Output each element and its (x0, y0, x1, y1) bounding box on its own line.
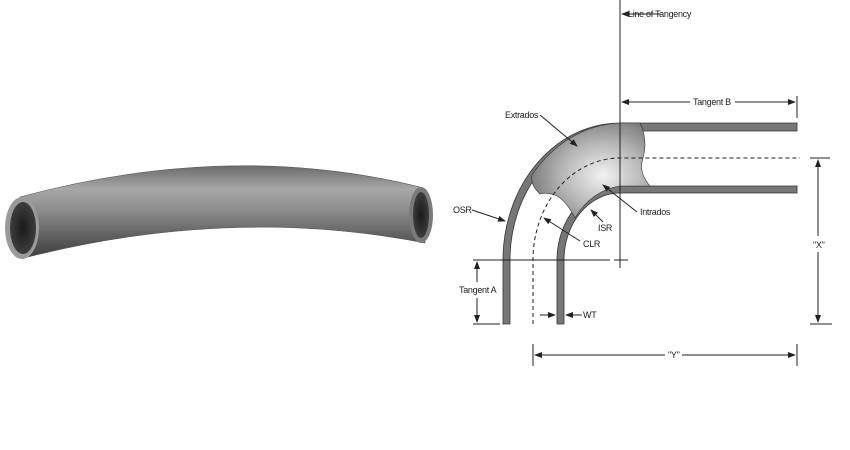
outer-wall (502, 122, 798, 325)
label-clr: CLR (583, 239, 601, 249)
label-y-dimension: "Y" (668, 350, 680, 360)
label-extrados: Extrados (505, 110, 539, 120)
centerline (532, 157, 800, 324)
inner-wall (556, 185, 798, 325)
label-x-dimension: "X" (813, 240, 825, 250)
bend-diagram: Line of Tangency Tangent B Tangent A "X"… (453, 0, 832, 366)
pipe-bend-photo (5, 165, 433, 259)
label-isr: ISR (598, 223, 613, 233)
label-tangent-b: Tangent B (693, 97, 731, 107)
cutaway-section (531, 122, 651, 219)
label-wt: WT (583, 310, 597, 320)
label-intrados: Intrados (640, 207, 671, 217)
label-line-of-tangency: Line of Tangency (628, 9, 692, 19)
label-tangent-a: Tangent A (459, 285, 497, 295)
label-osr: OSR (453, 205, 472, 215)
